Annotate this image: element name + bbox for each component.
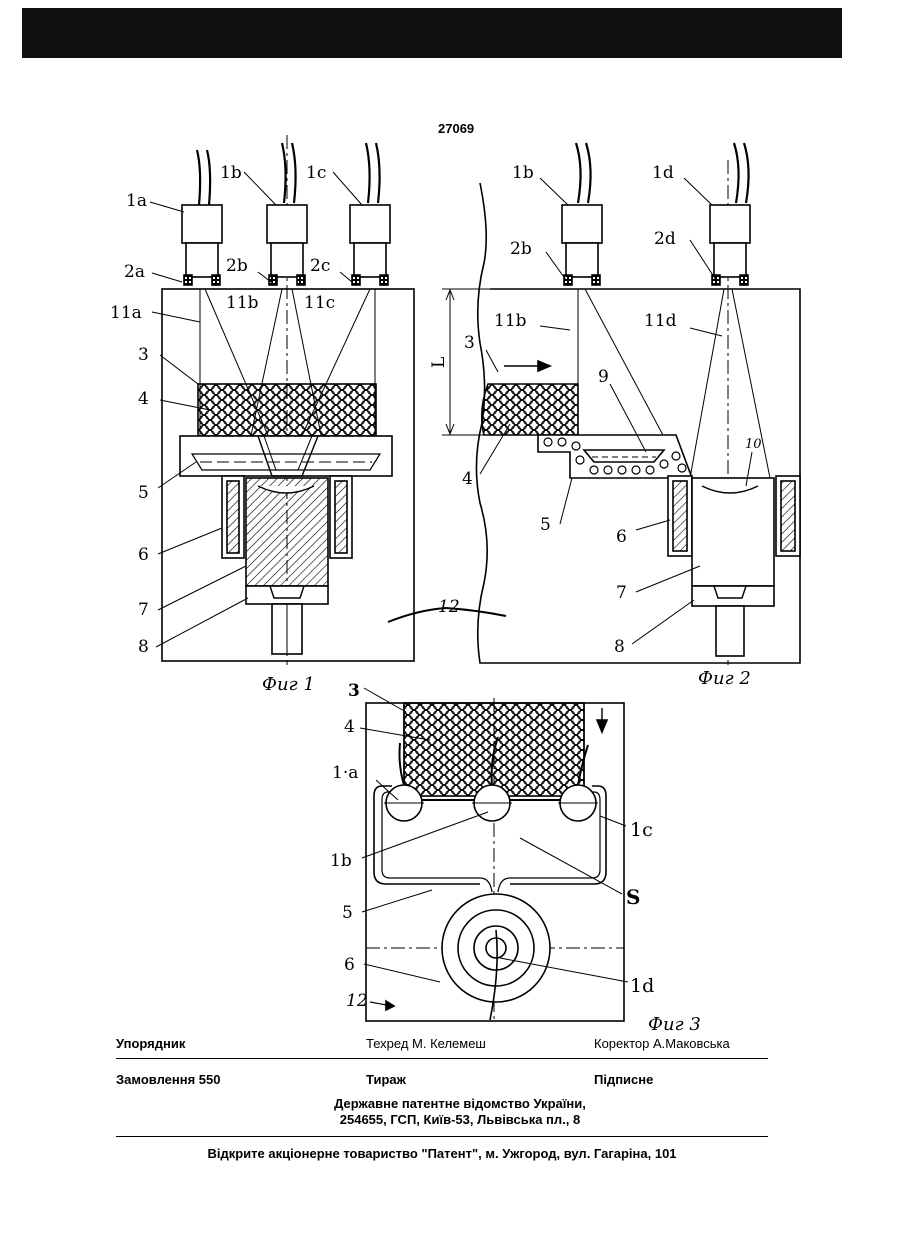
fig2-label: 9 — [598, 367, 609, 387]
fig1-caption: Фиг 1 — [262, 674, 315, 695]
fig1-label: 2a — [124, 262, 145, 282]
imprint-office-line1: Державне патентне відомство України, — [300, 1096, 620, 1111]
figure-1 — [150, 135, 414, 665]
fig1-label: 3 — [138, 345, 149, 365]
imprint-rule — [116, 1136, 768, 1137]
fig2-label: 8 — [614, 637, 625, 657]
fig3-label: 1c — [630, 819, 653, 841]
fig1-label: 1c — [306, 163, 326, 183]
fig2-label: 7 — [616, 583, 627, 603]
fig2-label: 1d — [652, 163, 674, 183]
fig1-label: 2c — [310, 256, 330, 276]
fig1-label: 11b — [226, 293, 259, 313]
fig1-label: 5 — [138, 483, 149, 503]
fig3-label: 1·a — [332, 763, 358, 783]
imprint-office-line2: 254655, ГСП, Київ-53, Львівська пл., 8 — [300, 1112, 620, 1127]
fig1-label: 2b — [226, 256, 248, 276]
fig2-label: 2b — [510, 239, 532, 259]
fig2-label: 6 — [616, 527, 627, 547]
fig1-label: 1b — [220, 163, 242, 183]
fig3-label: 3 — [348, 681, 360, 701]
fig1-label: 8 — [138, 637, 149, 657]
fig2-label: 3 — [464, 333, 475, 353]
figure-2 — [388, 143, 800, 665]
fig1-label: 11c — [304, 293, 335, 313]
fig2-label: 12 — [438, 597, 460, 617]
imprint-corrector: Коректор А.Маковська — [594, 1036, 730, 1051]
imprint-order: Замовлення 550 — [116, 1072, 221, 1087]
fig2-label: 11d — [644, 311, 677, 331]
fig2-label: 5 — [540, 515, 551, 535]
fig3-label: 6 — [344, 955, 355, 975]
imprint-circulation: Тираж — [366, 1072, 406, 1087]
fig2-label: L — [429, 357, 449, 368]
imprint-compiler: Упорядник — [116, 1036, 185, 1051]
fig3-label: 5 — [342, 903, 353, 923]
fig2-label: 10 — [745, 437, 762, 452]
fig1-label: 11a — [110, 303, 142, 323]
fig3-label: 4 — [344, 717, 355, 737]
fig3-caption: Фиг 3 — [648, 1014, 701, 1035]
fig3-label: S — [626, 885, 640, 909]
fig3-label: 1b — [330, 851, 352, 871]
figure-3 — [360, 688, 628, 1022]
fig1-label: 7 — [138, 600, 149, 620]
fig1-label: 6 — [138, 545, 149, 565]
imprint-subscription: Підписне — [594, 1072, 653, 1087]
fig2-label: 1b — [512, 163, 534, 183]
fig3-label: 12 — [346, 991, 368, 1011]
fig2-label: 2d — [654, 229, 676, 249]
fig2-label: 4 — [462, 469, 473, 489]
fig2-label: 11b — [494, 311, 527, 331]
fig1-label: 4 — [138, 389, 149, 409]
fig1-label: 1a — [126, 191, 147, 211]
imprint-printer: Відкрите акціонерне товариство "Патент",… — [116, 1146, 768, 1161]
fig3-label: 1d — [630, 975, 654, 997]
fig2-caption: Фиг 2 — [698, 668, 751, 689]
imprint-techred: Техред М. Келемеш — [366, 1036, 486, 1051]
imprint-rule — [116, 1058, 768, 1059]
